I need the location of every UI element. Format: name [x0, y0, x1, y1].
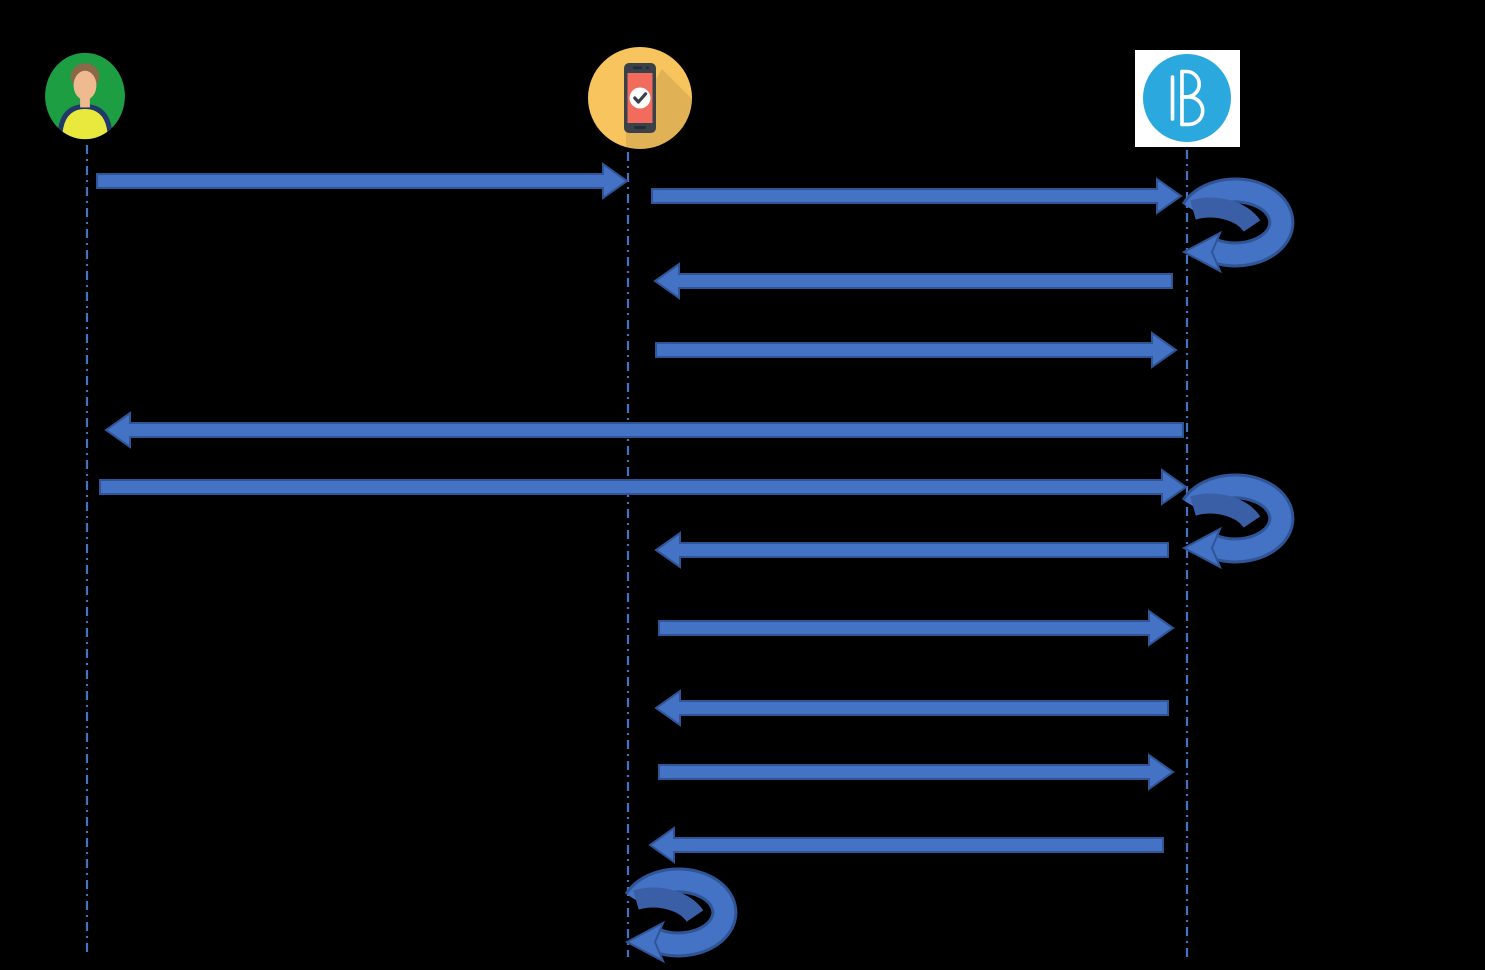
- b-logo-bottom-bowl: [1180, 95, 1205, 127]
- message-arrow-9-service-b-to-mobile-app: [654, 531, 1169, 569]
- self-message-arrowhead-service-b: [1181, 230, 1223, 274]
- phone-home-button: [634, 126, 646, 129]
- actor-mobile-app: [588, 47, 692, 150]
- message-arrow-5-mobile-app-to-service-b: [655, 331, 1178, 369]
- message-arrow-11-service-b-to-mobile-app: [654, 689, 1169, 727]
- message-arrow-2-mobile-app-to-service-b: [651, 177, 1183, 215]
- message-arrow-13-service-b-to-mobile-app: [648, 826, 1164, 864]
- message-arrow-6-service-b-to-user: [104, 411, 1184, 449]
- message-arrow-10-mobile-app-to-service-b: [658, 609, 1175, 647]
- avatar-shirt: [62, 109, 108, 140]
- self-message-shade-service-b: [1190, 493, 1261, 529]
- self-message-band-mobile-app: [627, 870, 735, 955]
- message-arrow-1-user-to-mobile-app: [96, 162, 629, 200]
- phone-camera-dot: [646, 66, 649, 70]
- message-arrow-12-mobile-app-to-service-b: [658, 753, 1175, 791]
- self-message-shade-service-b: [1190, 197, 1261, 233]
- self-message-arrowhead-service-b: [1181, 526, 1223, 570]
- self-message-band-service-b: [1184, 476, 1292, 561]
- self-message-shade-mobile-app: [633, 887, 704, 923]
- message-arrow-7-user-to-service-b: [99, 468, 1188, 506]
- self-message-arrowhead-mobile-app: [624, 920, 666, 964]
- smartphone-check-icon: [588, 47, 692, 149]
- check-icon: [633, 92, 648, 104]
- letter-b-logo-icon: [1143, 54, 1231, 142]
- message-arrow-4-service-b-to-mobile-app: [653, 262, 1173, 300]
- phone-speaker: [633, 66, 642, 70]
- actor-service-b: [1135, 50, 1240, 147]
- person-avatar-icon: [45, 52, 125, 140]
- actor-user: [44, 52, 126, 140]
- self-message-band-service-b: [1184, 180, 1292, 265]
- avatar-face: [73, 70, 97, 101]
